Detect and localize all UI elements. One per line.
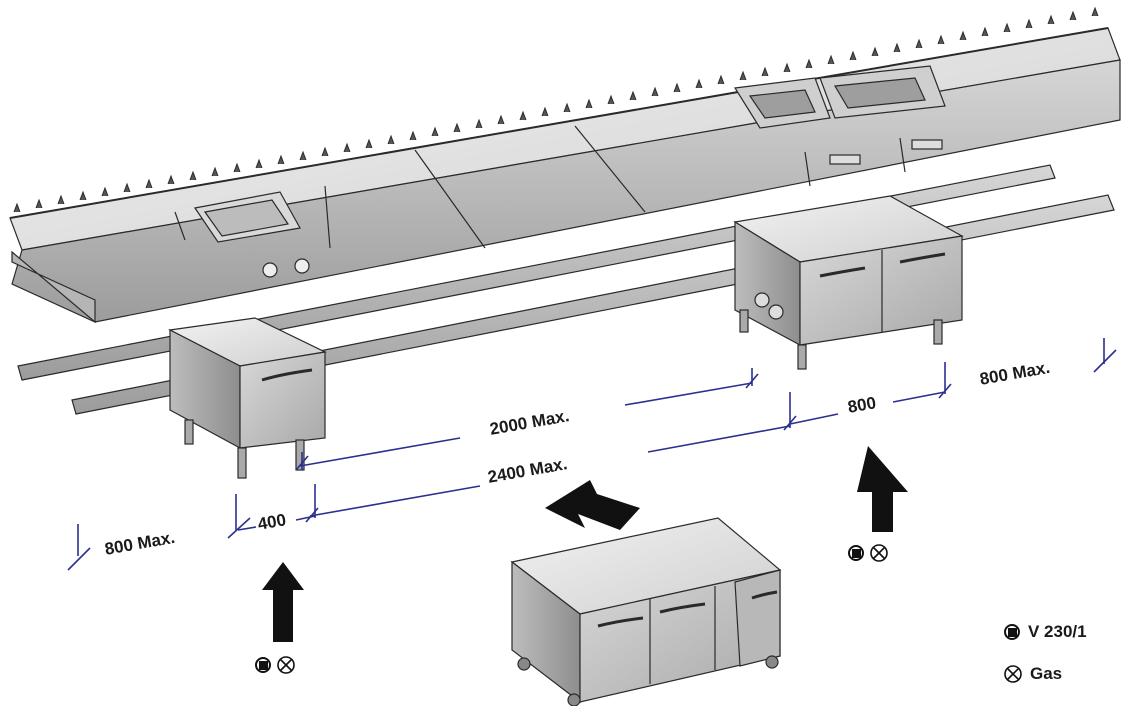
connection-symbols-left [255, 656, 295, 674]
power-connection-icon [255, 657, 271, 673]
legend-gas-label: Gas [1030, 664, 1063, 683]
worktop-back-ribs [13, 6, 1099, 213]
connection-symbols-right [848, 544, 888, 562]
upper-worktop [9, 27, 1121, 324]
insert-arrow-icon [262, 446, 908, 642]
left-base-unit [168, 317, 327, 479]
gas-connection-icon [870, 544, 888, 562]
gas-connection-icon [277, 656, 295, 674]
legend-power: V 230/1 [1004, 622, 1087, 642]
undercounter-cabinet [510, 517, 782, 707]
legend-gas: Gas [1004, 664, 1062, 684]
power-connection-icon [848, 545, 864, 561]
legend-power-label: V 230/1 [1028, 622, 1087, 641]
gas-connection-icon [1004, 665, 1022, 683]
power-connection-icon [1004, 624, 1020, 640]
right-base-unit [733, 195, 964, 370]
dimension-lines [67, 338, 1117, 571]
